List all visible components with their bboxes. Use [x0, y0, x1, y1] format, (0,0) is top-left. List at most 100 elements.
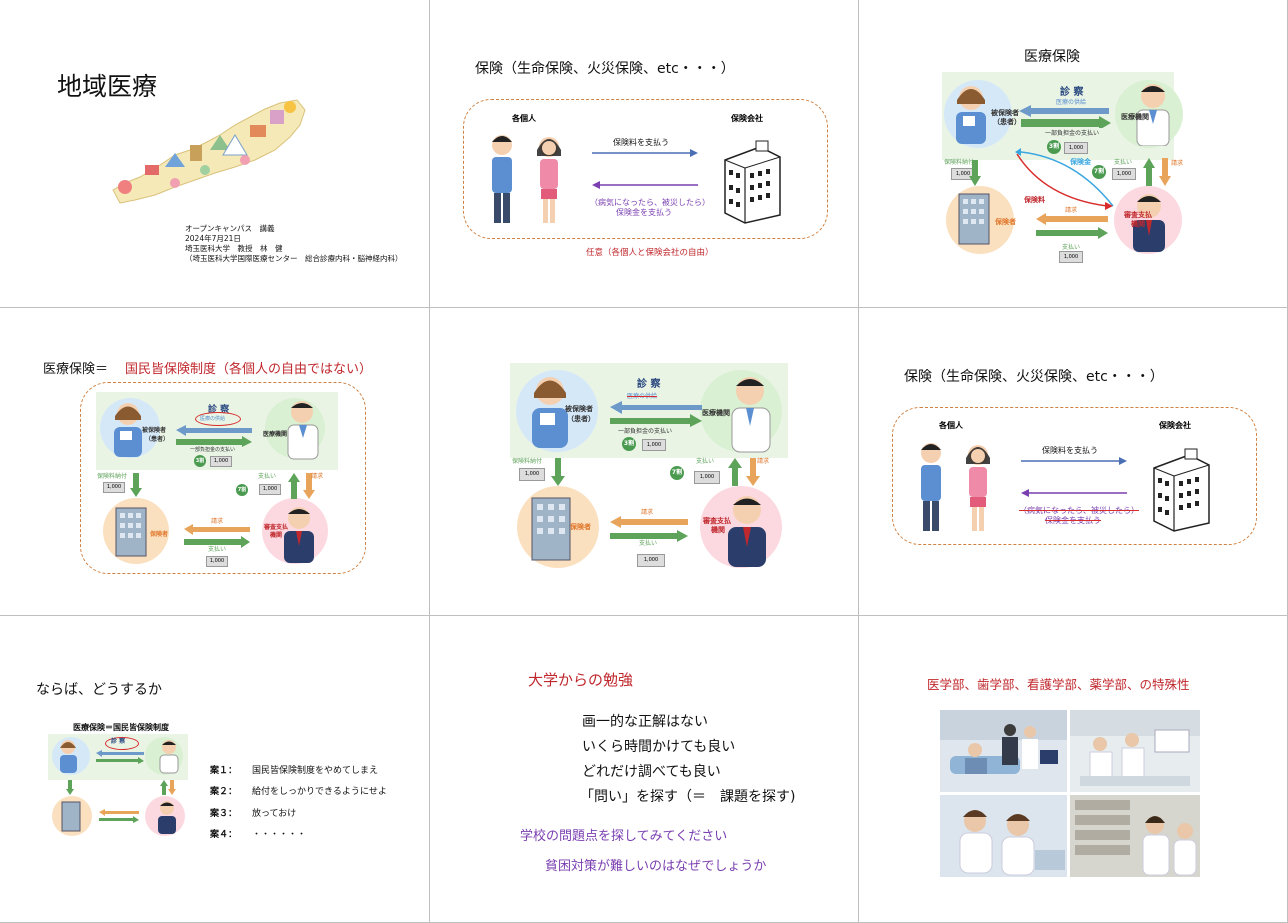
s4-shinsatsu-label: 診 察 [208, 405, 230, 415]
hokenryo-label: 保険料 [1024, 196, 1045, 204]
s4-hospital-label: 医療機関 [263, 431, 288, 438]
s5-insurer-label: 保険者 [570, 523, 591, 531]
hokenkin-label: 保険金 [1070, 158, 1091, 166]
photo-medical [940, 710, 1067, 792]
slide-8-line-2: いくら時間かけても良い [582, 739, 736, 755]
s6-individual-label: 各個人 [939, 421, 963, 430]
s5-shiharai-label-top: 支払い [696, 458, 715, 465]
photo-nursing [940, 795, 1067, 877]
slide-8[interactable]: 大学からの勉強 画一的な正解はない いくら時間かけても良い どれだけ調べても良い… [430, 616, 859, 923]
slide-2[interactable]: 保険（生命保険、火災保険、etc・・・） 各個人 保険会社 保険料を支払う （病… [430, 0, 859, 308]
shinsatsu-label: 診 察 [1060, 87, 1084, 98]
slide-8-purple-1: 学校の問題点を探してみてください [520, 829, 728, 844]
s5-bottom-arrows [610, 516, 688, 542]
slide-8-line-1: 画一的な正解はない [582, 714, 708, 730]
s4-review-label-1: 審査支払 [264, 524, 289, 531]
slide-9[interactable]: 医学部、歯学部、看護学部、薬学部、の特殊性 [859, 616, 1288, 923]
bill-7: 1,000 [1112, 168, 1136, 180]
plan-2-text: 給付をしっかりできるようにせよ [252, 787, 387, 797]
reviewer-figure [1133, 194, 1165, 252]
slide-1-line-2: 2024年7月21日 [185, 234, 241, 243]
shiharai-label-bottom: 支払い [1062, 244, 1081, 251]
company-label: 保険会社 [731, 114, 763, 123]
s5-premium-paid-label: 保険料納付 [512, 458, 543, 465]
building-icon [724, 140, 781, 224]
slide-8-line-4: 「問い」を探す（＝ 課題を探す) [580, 789, 796, 805]
curved-arrows [1015, 148, 1114, 210]
s6-individuals-illustration [921, 443, 990, 531]
s4-insurer-building-icon [115, 507, 147, 557]
down-arrow-insurer [969, 160, 981, 186]
bottom-arrows [1036, 213, 1108, 239]
patient-label-2: （患者） [993, 118, 1021, 126]
s5-hospital-label: 医療機関 [702, 409, 730, 417]
mini-doctor-figure [159, 740, 179, 774]
slide-1-title: 地域医療 [57, 72, 158, 101]
s4-insurer-label: 保険者 [150, 531, 169, 538]
photo-pharmacy [1070, 795, 1200, 877]
slide-1-line-3: 埼玉医科大学 教授 林 健 [185, 244, 283, 253]
bill-bottom: 1,000 [1059, 251, 1083, 263]
mini-shinsatsu-arrows [96, 750, 144, 764]
individual-label: 各個人 [512, 114, 536, 123]
doctor-figure [1136, 84, 1170, 146]
slide-3[interactable]: 医療保険 被保険者 （患者） 医療機関 保険者 審査支払 機関 診 察 [859, 0, 1288, 308]
review-label-1: 審査支払 [1124, 211, 1152, 219]
slide-4-title-highlight: 国民皆保険制度（各個人の自由ではない） [125, 362, 373, 377]
mini-up-down-arrows [160, 780, 176, 795]
s4-wari3-badge: 3割 [194, 455, 206, 467]
s4-bill-3: 1,000 [210, 456, 232, 467]
s4-review-label-2: 機関 [270, 532, 283, 539]
mini-reviewer-figure [158, 801, 176, 834]
plan-4-text: ・・・・・・ [252, 830, 307, 840]
copay-label: 一部負担金の支払い [1045, 130, 1100, 137]
slide-7-title: ならば、どうするか [36, 682, 162, 698]
arrows-illustration [592, 149, 698, 189]
s4-shiharai-label-bottom: 支払い [208, 546, 227, 553]
mini-down-arrow [66, 780, 74, 795]
wari3-badge: 3割 [1047, 140, 1061, 154]
s5-bill-bottom: 1,000 [637, 554, 665, 567]
mini-insurer-building-icon [61, 801, 81, 832]
slide-7[interactable]: ならば、どうするか 医療保険＝国民皆保険制度 診 察 [0, 616, 430, 923]
slide-1-line-4: （埼玉医科大学国際医療センター 総合診療内科・脳神経内科） [185, 254, 403, 263]
slide-3-title: 医療保険 [1024, 49, 1080, 65]
s5-seikyu-label-top: 請求 [757, 458, 770, 465]
insurer-label: 保険者 [995, 218, 1016, 226]
plan-1-text: 国民皆保険制度をやめてしまえ [252, 766, 379, 776]
slide-6[interactable]: 保険（生命保険、火災保険、etc・・・） 各個人 保険会社 保険料を支払う （病… [859, 308, 1288, 616]
s5-down-arrow [551, 458, 565, 486]
insurer-building-icon [958, 193, 990, 245]
slide-5[interactable]: 被保険者 （患者） 医療機関 診 察 医療の供給 一部負担金の支払い 3割 1,… [430, 308, 859, 616]
up-down-arrows [1143, 158, 1171, 186]
plan-2-label: 案２： [210, 787, 238, 797]
individuals-illustration [492, 135, 561, 223]
s5-wari7-badge: 7割 [670, 466, 684, 480]
s5-review-label-2: 機関 [711, 526, 725, 534]
plan-4-label: 案４： [210, 830, 238, 840]
hospital-label: 医療機関 [1121, 113, 1149, 121]
s4-patient-label-1: 被保険者 [142, 427, 167, 434]
s6-claim-condition-text: （病気になったら、被災したら） [1019, 506, 1139, 515]
slide-4[interactable]: 医療保険＝ 国民皆保険制度（各個人の自由ではない） 被保険者 （患者） 医療機関 [0, 308, 430, 616]
slide-1[interactable]: 地域医療 オープンキャンパス 講義 2024年7月21日 埼玉医科大学 教授 林… [0, 0, 430, 308]
s6-company-label: 保険会社 [1159, 421, 1191, 430]
s4-bill-bottom: 1,000 [206, 556, 228, 567]
universal-insurance-frame [80, 382, 366, 574]
photo-dental [1070, 710, 1200, 792]
claim-condition-text: （病気になったら、被災したら） [590, 198, 710, 207]
s5-wari3-badge: 3割 [622, 437, 636, 451]
s4-doctor-figure [287, 401, 319, 460]
s6-arrows-illustration [1021, 457, 1127, 497]
s4-patient-figure [114, 403, 142, 457]
s5-reviewer-figure [728, 496, 766, 567]
claim-payment-text: 保険金を支払う [616, 208, 672, 217]
slide-8-line-3: どれだけ調べても良い [582, 764, 721, 780]
s5-seikyu-label-bottom: 請求 [641, 509, 654, 516]
s6-claim-payment-text: 保険金を支払う [1045, 516, 1101, 525]
plan-1-label: 案１： [210, 766, 238, 776]
review-label-2: 機関 [1131, 220, 1145, 228]
shinsatsu-arrows [1019, 105, 1111, 128]
s5-insurer-building-icon [531, 497, 571, 561]
